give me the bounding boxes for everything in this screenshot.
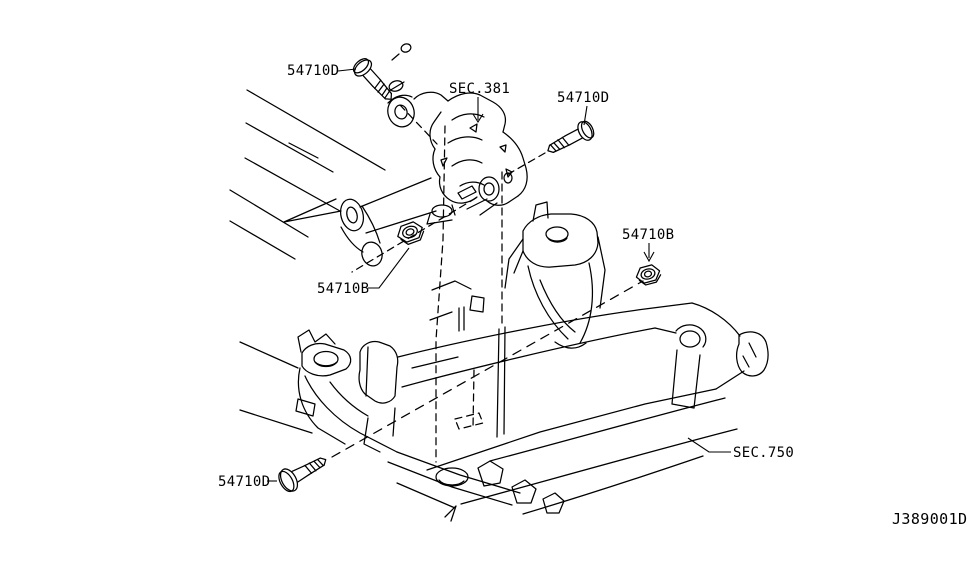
leader-line: [368, 247, 410, 289]
frame-rails-drawing: [229, 89, 386, 434]
part-number-label[interactable]: 54710B: [622, 227, 674, 243]
leader-line: [337, 68, 357, 72]
diagram-code: J389001D: [892, 510, 967, 528]
hidden-axis-lines: [331, 104, 644, 463]
bolt-top-right-drawing: [547, 120, 595, 153]
bolt-top-left-drawing: [352, 58, 393, 100]
gear-mount-bracket-drawing: [429, 280, 485, 332]
callout-nut-right[interactable]: 54710B: [622, 227, 674, 263]
hidden-hole-outline: [454, 412, 484, 430]
leader-arrow: [472, 113, 484, 124]
nut-left-drawing: [397, 221, 425, 246]
leader-line: [583, 105, 588, 126]
hidden-line-nut-left: [351, 197, 477, 273]
callout-bolt-bottom-left[interactable]: 54710D: [218, 474, 277, 490]
callout-section-750[interactable]: SEC.750: [687, 437, 794, 461]
callout-nut-left[interactable]: 54710B: [317, 247, 410, 297]
part-number-label[interactable]: 54710B: [317, 281, 369, 297]
crossmember-drawing: [295, 201, 769, 522]
part-number-label[interactable]: 54710D: [557, 90, 609, 106]
hidden-line-bolt-top-right: [504, 152, 546, 177]
hidden-line-right-mount-lower: [472, 369, 475, 429]
section-label[interactable]: SEC.381: [449, 81, 510, 97]
nut-right-drawing: [635, 264, 662, 286]
steering-gear-drawing: [387, 43, 528, 225]
bolt-bottom-left-drawing: [278, 457, 327, 493]
part-number-label[interactable]: 54710D: [287, 63, 339, 79]
callout-bolt-top-left[interactable]: 54710D: [287, 63, 357, 79]
leader-line: [687, 437, 731, 453]
hidden-line-through-bolt: [331, 280, 644, 458]
callout-section-381[interactable]: SEC.381: [449, 81, 510, 124]
mounting-link-drawing: [339, 177, 437, 267]
leader-arrow: [643, 251, 655, 263]
hidden-line-left-mount: [435, 125, 446, 463]
hidden-line-bolt-top-left: [399, 104, 438, 145]
part-number-label[interactable]: 54710D: [218, 474, 270, 490]
callout-bolt-top-right[interactable]: 54710D: [557, 90, 609, 126]
section-label[interactable]: SEC.750: [733, 445, 794, 461]
